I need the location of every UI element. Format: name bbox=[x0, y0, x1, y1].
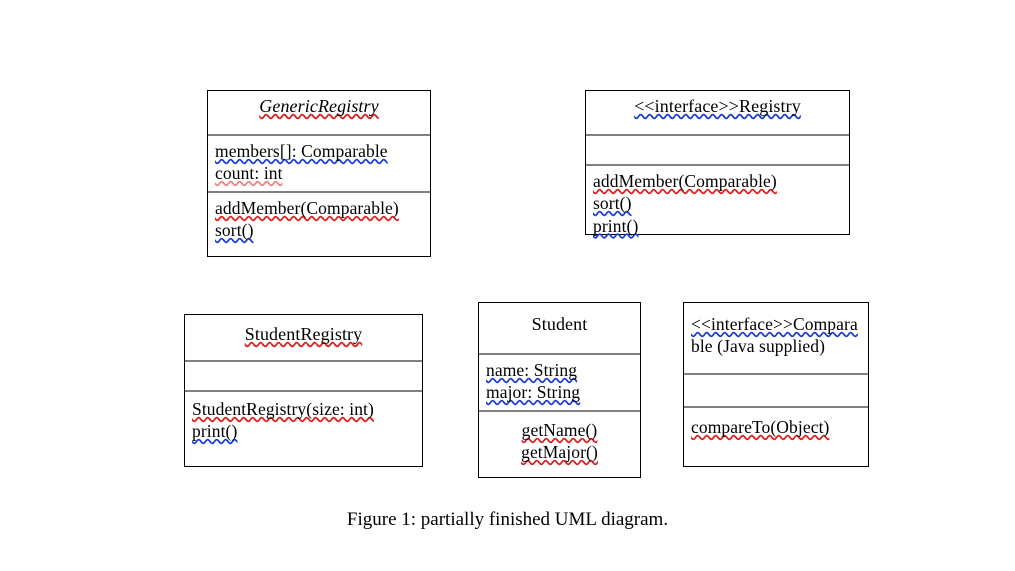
operation-sort: sort() bbox=[593, 193, 632, 214]
operation-compare-to: compareTo(Object) bbox=[691, 417, 830, 437]
class-title-compartment: GenericRegistry bbox=[208, 91, 430, 134]
class-title-compartment: <<interface>>Compara ble (Java supplied) bbox=[684, 303, 868, 373]
figure-caption: Figure 1: partially finished UML diagram… bbox=[346, 509, 669, 530]
class-name-student: Student bbox=[531, 314, 588, 334]
operation-print: print() bbox=[192, 421, 238, 442]
class-name-registry: <<interface>>Registry bbox=[634, 96, 801, 116]
attributes-compartment: name: String major: String bbox=[479, 353, 640, 410]
operations-compartment: addMember(Comparable) sort() bbox=[208, 191, 430, 247]
uml-class-generic-registry[interactable]: GenericRegistry members[]: Comparable co… bbox=[207, 90, 431, 257]
operation-add-member: addMember(Comparable) bbox=[593, 171, 777, 191]
operation-print: print() bbox=[593, 215, 639, 236]
attribute-count: count: int bbox=[215, 163, 283, 184]
uml-class-student-registry[interactable]: StudentRegistry StudentRegistry(size: in… bbox=[184, 314, 423, 467]
attributes-compartment: members[]: Comparable count: int bbox=[208, 134, 430, 191]
operations-compartment: addMember(Comparable) sort() print() bbox=[586, 164, 849, 242]
operation-get-name: getName() bbox=[521, 420, 598, 440]
attribute-major: major: String bbox=[486, 382, 581, 403]
operations-compartment: StudentRegistry(size: int) print() bbox=[185, 390, 422, 448]
uml-class-student[interactable]: Student name: String major: String getNa… bbox=[478, 302, 641, 478]
class-name-student-registry: StudentRegistry bbox=[244, 324, 363, 344]
operation-get-major: getMajor() bbox=[521, 442, 598, 463]
class-title-compartment: StudentRegistry bbox=[185, 315, 422, 360]
attribute-members: members[]: Comparable bbox=[215, 141, 388, 161]
class-name-comparable-line2: ble (Java supplied) bbox=[691, 336, 826, 357]
class-name-generic-registry: GenericRegistry bbox=[259, 96, 379, 116]
operation-add-member: addMember(Comparable) bbox=[215, 198, 399, 218]
operation-sort: sort() bbox=[215, 220, 254, 241]
uml-class-comparable[interactable]: <<interface>>Compara ble (Java supplied)… bbox=[683, 302, 869, 467]
operation-constructor: StudentRegistry(size: int) bbox=[192, 399, 374, 419]
attributes-compartment-empty bbox=[185, 360, 422, 390]
attributes-compartment-empty bbox=[586, 134, 849, 164]
class-name-comparable-line1: <<interface>>Compara bbox=[691, 314, 858, 334]
class-title-compartment: <<interface>>Registry bbox=[586, 91, 849, 134]
uml-class-registry[interactable]: <<interface>>Registry addMember(Comparab… bbox=[585, 90, 850, 236]
class-title-compartment: Student bbox=[479, 303, 640, 353]
operations-compartment: getName() getMajor() bbox=[479, 410, 640, 469]
attributes-compartment-empty bbox=[684, 373, 868, 406]
attribute-name: name: String bbox=[486, 360, 578, 380]
operations-compartment: compareTo(Object) bbox=[684, 406, 868, 443]
